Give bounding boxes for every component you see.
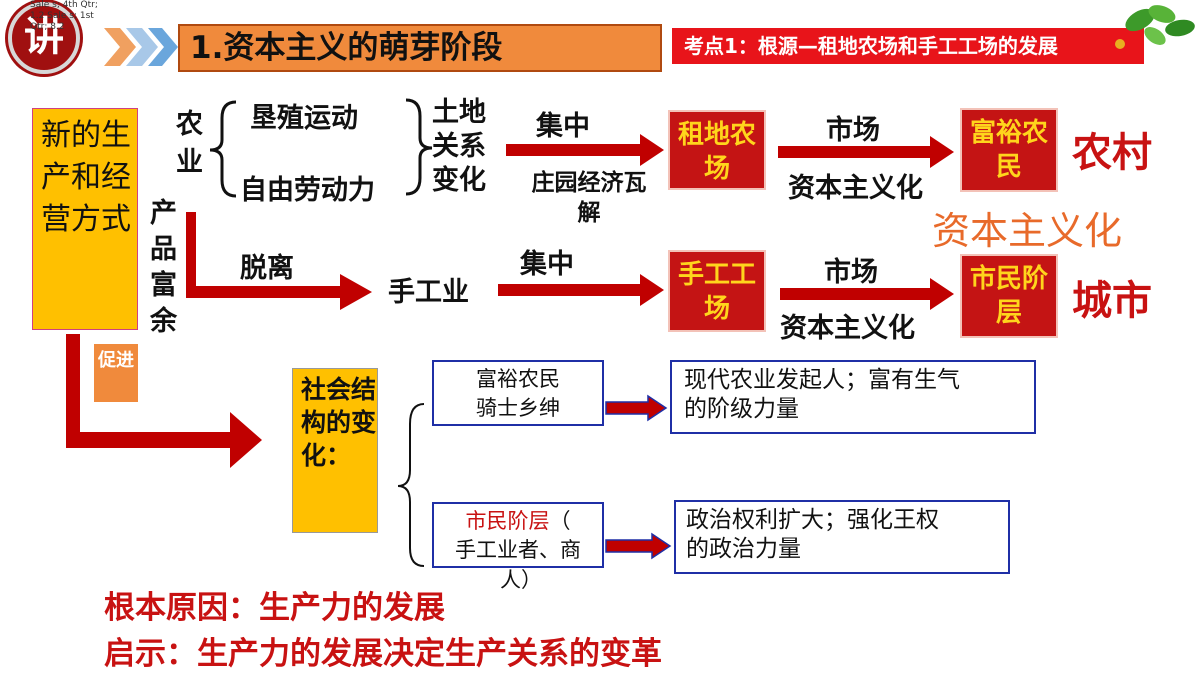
logo-char: 讲 (24, 14, 64, 60)
detach-label: 脱离 (240, 253, 294, 284)
capitalize-label-2: 资本主义化 (780, 313, 915, 344)
city-label: 城市 (1072, 278, 1152, 324)
rich-farmer-box: 富裕农民 (960, 108, 1058, 192)
agriculture-label: 农业 (176, 109, 203, 178)
manor-collapse-label: 庄园经济瓦解 (531, 170, 647, 226)
rich-gentry-line2: 骑士乡绅 (476, 396, 560, 420)
promote-label: 促进 (94, 344, 138, 402)
result-box-1: 现代农业发起人；富有生气 的阶级力量 (670, 360, 1036, 434)
chevron-arrows-icon (104, 28, 178, 66)
capitalism-label: 资本主义化 (932, 209, 1123, 253)
burgher-box: 市民阶层 (960, 254, 1058, 338)
burgher-class-box: 市民阶层（ 手工业者、商 (432, 502, 604, 568)
result-2-line2: 的政治力量 (686, 536, 801, 562)
burgher-class-line2: 手工业者、商 (455, 538, 581, 562)
title-banner (178, 24, 662, 72)
free-labor-label: 自由劳动力 (240, 175, 375, 206)
logo-badge (8, 2, 80, 74)
surplus-label: 产品富余 (150, 198, 177, 337)
rich-gentry-box: 富裕农民 骑士乡绅 (432, 360, 604, 426)
concentrate-label-1: 集中 (536, 111, 590, 142)
result-box-2: 政治权利扩大；强化王权 的政治力量 (674, 500, 1010, 574)
root-cause-text: 根本原因：生产力的发展 (104, 590, 445, 626)
page-title: 1.资本主义的萌芽阶段 (190, 30, 503, 66)
burgher-class-paren: （ (549, 509, 571, 533)
reclamation-label: 垦殖运动 (250, 103, 358, 134)
handicraft-label: 手工业 (388, 277, 469, 308)
new-production-box: 新的生产和经营方式 (32, 108, 138, 330)
leased-farm-box: 租地农场 (668, 110, 766, 190)
result-1-line2: 的阶级力量 (684, 396, 799, 422)
countryside-label: 农村 (1072, 130, 1152, 176)
result-2-line1: 政治权利扩大；强化王权 (686, 507, 939, 533)
burgher-class-red: 市民阶层 (465, 509, 550, 533)
rich-gentry-line1: 富裕农民 (476, 367, 560, 391)
workshop-box: 手工工场 (668, 250, 766, 332)
market-label-1: 市场 (826, 115, 880, 146)
leaf-decoration-icon (1115, 5, 1195, 49)
key-point-banner: 考点1：根源—租地农场和手工工场的发展 (672, 28, 1144, 64)
social-structure-box: 社会结构的变化： (292, 368, 378, 533)
market-label-2: 市场 (824, 257, 878, 288)
result-1-line1: 现代农业发起人；富有生气 (684, 367, 960, 393)
logo-noise-text: Sale s; 4th Qtr; 1.2 Sale s; 1st Qtr; 8.… (30, 0, 98, 32)
land-relation-label: 土地关系变化 (432, 97, 486, 196)
revelation-text: 启示：生产力的发展决定生产关系的变革 (104, 636, 662, 672)
concentrate-label-2: 集中 (520, 249, 574, 280)
capitalize-label-1: 资本主义化 (788, 173, 923, 204)
burgher-class-line3: 人） (500, 568, 542, 592)
